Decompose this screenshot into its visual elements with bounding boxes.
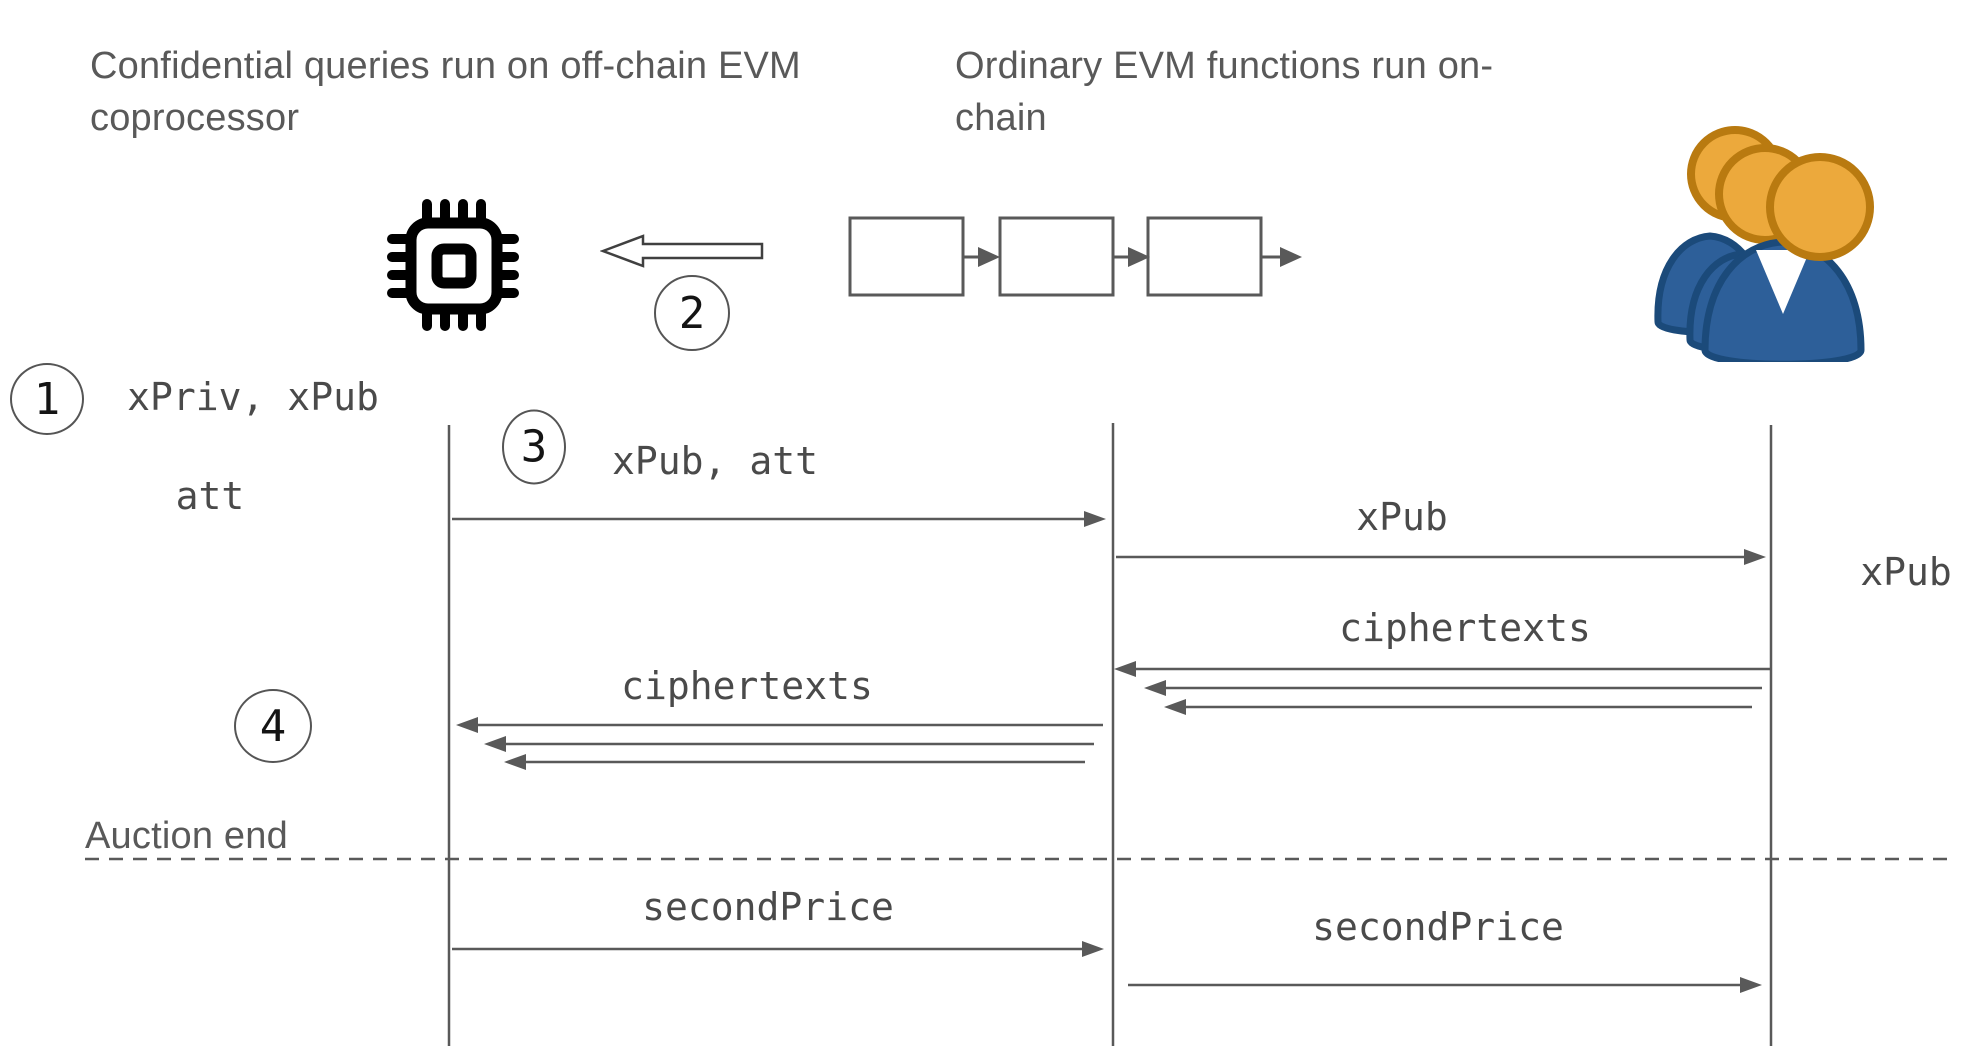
blockchain-blocks bbox=[848, 216, 1263, 297]
step-4-badge: 4 bbox=[234, 689, 312, 763]
xpub-users-label: xPub bbox=[1860, 550, 1952, 594]
cpu-chip-icon bbox=[387, 199, 519, 331]
step-2-number: 2 bbox=[678, 287, 706, 339]
step-1-badge: 1 bbox=[10, 363, 84, 435]
message-arrow-xpub bbox=[1116, 549, 1766, 565]
offchain-heading: Confidential queries run on off-chain EV… bbox=[90, 45, 801, 140]
step-2-badge: 2 bbox=[654, 275, 730, 351]
attestation-label: att bbox=[175, 474, 245, 518]
step-3-number: 3 bbox=[520, 421, 548, 473]
message-arrow-secondprice-right bbox=[1128, 977, 1762, 993]
secondprice-right-label: secondPrice bbox=[1312, 905, 1564, 949]
lifelines bbox=[447, 423, 1773, 1046]
user-front-head bbox=[1766, 153, 1874, 261]
hollow-left-arrow-shape bbox=[600, 234, 764, 268]
onchain-heading: Ordinary EVM functions run on-chain bbox=[955, 45, 1494, 140]
ciphertexts-users-label: ciphertexts bbox=[1339, 606, 1591, 650]
hollow-left-arrow-icon bbox=[600, 234, 764, 268]
users-group-icon bbox=[1654, 126, 1874, 362]
client-keys-label: xPriv, xPub bbox=[127, 375, 379, 419]
message-arrow-xpub-att bbox=[452, 511, 1106, 527]
message-arrow-secondprice-left bbox=[452, 941, 1104, 957]
user-front-collar bbox=[1756, 250, 1810, 314]
message-arrows-ciphertexts-users bbox=[1114, 661, 1771, 715]
cpu-chip-core bbox=[431, 243, 477, 289]
xpub-onchain-message-label: xPub bbox=[1356, 495, 1448, 539]
auction-end-label: Auction end bbox=[85, 815, 288, 857]
step-4-number: 4 bbox=[259, 700, 287, 752]
secondprice-left-label: secondPrice bbox=[642, 885, 894, 929]
blockchain-link-arrowheads bbox=[978, 247, 1302, 267]
blockchain-blocks-icon bbox=[848, 216, 1302, 297]
message-arrows-ciphertexts-chain bbox=[456, 717, 1103, 770]
ciphertexts-chain-label: ciphertexts bbox=[621, 664, 873, 708]
step-3-badge: 3 bbox=[502, 409, 566, 485]
step-1-number: 1 bbox=[33, 373, 61, 425]
xpub-att-message-label: xPub, att bbox=[612, 439, 818, 483]
